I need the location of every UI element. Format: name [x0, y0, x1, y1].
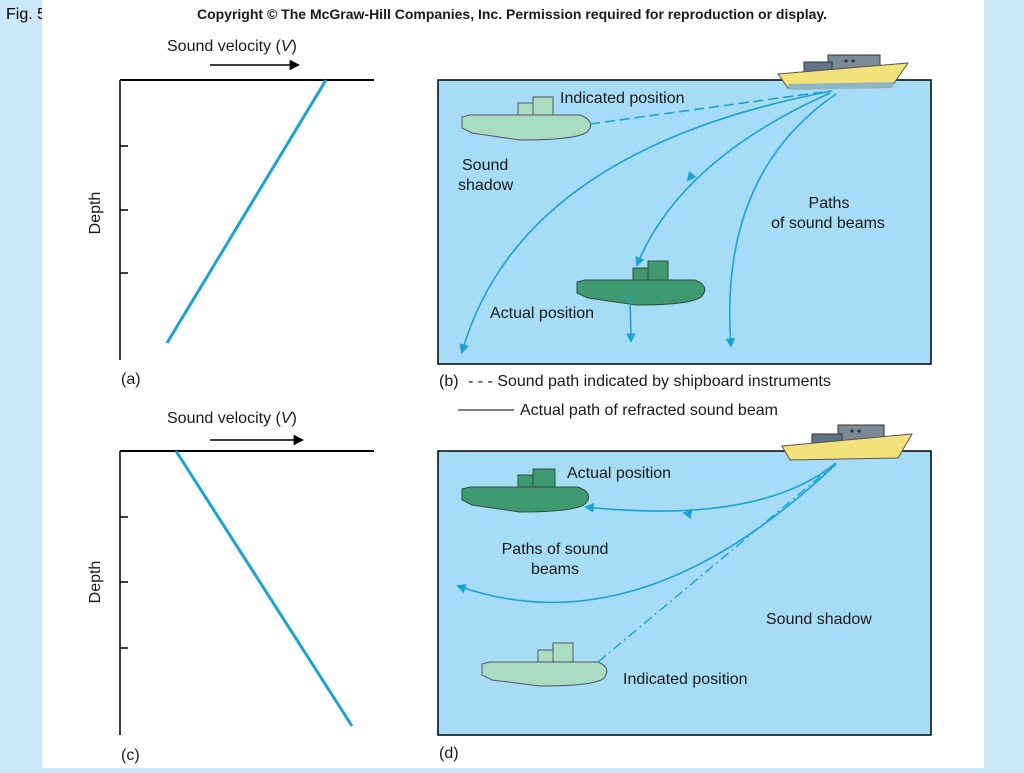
velocity-profile-a — [165, 79, 328, 344]
panel-b: Indicated position Sound shadow Paths of… — [437, 54, 932, 419]
velocity-profile-c — [174, 450, 354, 727]
sound-shadow-label-d: Sound shadow — [766, 611, 872, 628]
indicated-position-label-b: Indicated position — [560, 90, 685, 107]
actual-position-label-d: Actual position — [567, 465, 671, 482]
actual-position-label-b: Actual position — [490, 305, 594, 322]
figure-diagram: Copyright © The McGraw-Hill Companies, I… — [87, 6, 932, 764]
velocity-label-c: Sound velocity (V) — [167, 410, 297, 427]
velocity-label-a: Sound velocity (V) — [167, 38, 297, 55]
paths-label-d-1: Paths of sound — [502, 541, 609, 558]
paths-label-d-2: beams — [531, 561, 579, 578]
copyright-text: Copyright © The McGraw-Hill Companies, I… — [197, 6, 827, 22]
sound-beam-d — [456, 463, 837, 604]
submarine-indicated-d — [481, 642, 608, 687]
indicated-position-label-d: Indicated position — [623, 671, 748, 688]
panel-letter-a: (a) — [121, 371, 141, 388]
sound-shadow-label-b-1: Sound — [462, 157, 508, 174]
paths-label-b-1: Paths — [809, 195, 850, 212]
submarine-actual-b — [576, 260, 706, 306]
indicated-path-b — [589, 90, 831, 125]
submarine-indicated-b — [461, 96, 592, 141]
legend-solid: Actual path of refracted sound beam — [520, 402, 778, 419]
panel-c: Sound velocity (V) Depth (c) — [87, 410, 374, 764]
sound-beam-d — [584, 462, 837, 513]
panel-d: Actual position Paths of sound beams Sou… — [437, 424, 932, 762]
ship-d — [781, 424, 913, 461]
sound-beam-arrow-d — [682, 509, 693, 519]
sound-beam-arrow-b — [686, 171, 697, 182]
sound-beam-b — [635, 92, 831, 267]
depth-label-a: Depth — [87, 192, 104, 235]
figure-panel: Copyright © The McGraw-Hill Companies, I… — [42, 0, 984, 768]
paths-label-b-2: of sound beams — [771, 215, 885, 232]
sound-beam-b — [725, 93, 837, 348]
panel-letter-b: (b) — [439, 373, 459, 390]
depth-label-c: Depth — [87, 561, 104, 604]
panel-letter-d: (d) — [439, 745, 459, 762]
panel-letter-c: (c) — [121, 747, 140, 764]
legend-dashed: - - - Sound path indicated by shipboard … — [468, 373, 831, 390]
sound-shadow-label-b-2: shadow — [458, 177, 514, 194]
panel-a: Sound velocity (V) Depth (a) — [87, 38, 374, 388]
ship-b — [777, 54, 910, 90]
sound-beam-b — [459, 90, 833, 354]
sound-beam-b — [626, 295, 636, 343]
